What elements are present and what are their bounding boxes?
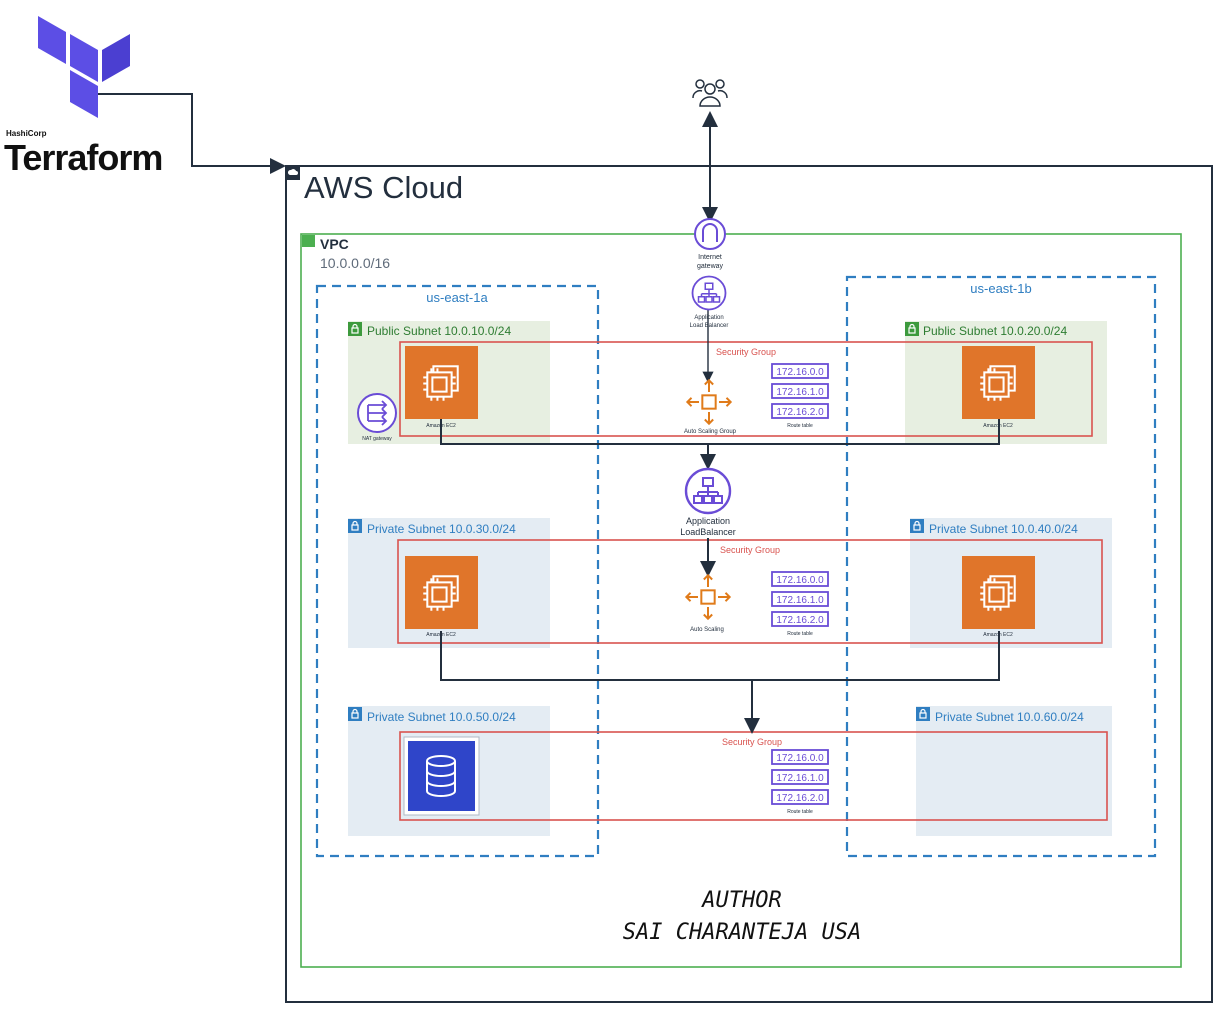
ec2-web-b: Amazon EC2 <box>962 346 1035 429</box>
az-us-east-1b-label: us-east-1b <box>970 281 1031 296</box>
hashicorp-label: HashiCorp <box>6 129 47 138</box>
route-table-app-caption: Route table <box>787 631 813 637</box>
alb-public-label-1: Application <box>694 315 723 321</box>
route-table-web-entry: 172.16.0.0 <box>771 363 829 379</box>
security-group-web-label: Security Group <box>716 347 776 357</box>
aws-cloud-icon <box>286 166 300 180</box>
az-us-east-1b <box>845 275 1157 858</box>
terraform-logo-block-3 <box>102 34 130 82</box>
users-icon <box>692 79 728 107</box>
public-subnet-a-label: Public Subnet 10.0.10.0/24 <box>367 324 511 338</box>
terraform-wordmark: Terraform <box>4 137 162 178</box>
web-tier-bus-line <box>440 419 1000 445</box>
terraform-logo-block-2 <box>70 34 98 82</box>
ec2-app-b-label: Amazon EC2 <box>983 632 1013 638</box>
ec2-web-a-label: Amazon EC2 <box>426 423 456 429</box>
security-group-db-label: Security Group <box>722 737 782 747</box>
alb-internal: Application LoadBalancer <box>680 467 736 537</box>
alb-public: Application Load Balancer <box>690 275 729 329</box>
auto-scaling-app-icon <box>685 574 731 620</box>
auto-scaling-web-icon <box>686 379 732 425</box>
ec2-app-b-icon <box>962 556 1035 629</box>
route-table-app: 172.16.0.0 172.16.1.0 172.16.2.0 Route t… <box>771 571 829 637</box>
route-table-db-caption: Route table <box>787 809 813 815</box>
ec2-web-a-icon <box>405 346 478 419</box>
terraform-to-cloud-arrow <box>98 93 286 174</box>
az-us-east-1a-label: us-east-1a <box>426 290 488 305</box>
security-group-web <box>399 341 1093 437</box>
internet-gateway-label-1: Internet <box>698 254 722 261</box>
ec2-web-a: Amazon EC2 <box>405 346 478 429</box>
private-subnet-b1-label: Private Subnet 10.0.40.0/24 <box>929 522 1078 536</box>
svg-text:172.16.0.0: 172.16.0.0 <box>776 367 824 378</box>
ec2-app-a-label: Amazon EC2 <box>426 632 456 638</box>
svg-text:172.16.2.0: 172.16.2.0 <box>776 793 824 804</box>
ec2-web-b-label: Amazon EC2 <box>983 423 1013 429</box>
rds-database <box>403 736 480 816</box>
alb-public-label-2: Load Balancer <box>690 323 729 329</box>
route-table-db-entry: 172.16.2.0 <box>771 789 829 805</box>
security-group-app <box>397 539 1103 644</box>
route-table-app-entry: 172.16.2.0 <box>771 611 829 627</box>
alb-internal-label-1: Application <box>686 516 730 526</box>
route-table-web-caption: Route table <box>787 423 813 429</box>
aws-cloud-border <box>285 165 1213 1003</box>
private-subnet-b2-label: Private Subnet 10.0.60.0/24 <box>935 710 1084 724</box>
svg-text:172.16.2.0: 172.16.2.0 <box>776 615 824 626</box>
ec2-app-a-icon <box>405 556 478 629</box>
auto-scaling-app-label: Auto Scaling <box>690 627 724 633</box>
author-heading: AUTHOR <box>700 888 781 913</box>
author-name: SAI CHARANTEJA USA <box>623 920 861 945</box>
ec2-web-b-icon <box>962 346 1035 419</box>
private-subnet-a1-label: Private Subnet 10.0.30.0/24 <box>367 522 516 536</box>
connector-lines <box>440 111 1000 734</box>
route-table-app-entry: 172.16.0.0 <box>771 571 829 587</box>
auto-scaling-web: Auto Scaling Group <box>684 379 737 435</box>
internet-gateway: Internet gateway <box>694 218 726 270</box>
svg-text:172.16.0.0: 172.16.0.0 <box>776 575 824 586</box>
vpc-icon <box>302 235 315 247</box>
route-table-web-entry: 172.16.2.0 <box>771 403 829 419</box>
private-subnet-b2: Private Subnet 10.0.60.0/24 <box>916 706 1112 836</box>
vpc-border <box>300 233 1182 968</box>
svg-text:172.16.1.0: 172.16.1.0 <box>776 773 824 784</box>
ec2-app-b: Amazon EC2 <box>962 556 1035 638</box>
svg-text:172.16.0.0: 172.16.0.0 <box>776 753 824 764</box>
route-table-db-entry: 172.16.0.0 <box>771 749 829 765</box>
vpc-title: VPC <box>320 236 349 252</box>
svg-text:172.16.1.0: 172.16.1.0 <box>776 595 824 606</box>
vpc-group: VPC 10.0.0.0/16 <box>300 233 1182 968</box>
app-tier-bus-line <box>440 631 1000 681</box>
security-group-app-label: Security Group <box>720 545 780 555</box>
public-subnet-b-label: Public Subnet 10.0.20.0/24 <box>923 324 1067 338</box>
az-us-east-1a <box>315 284 600 858</box>
svg-text:172.16.2.0: 172.16.2.0 <box>776 407 824 418</box>
ec2-app-a: Amazon EC2 <box>405 556 478 638</box>
route-table-web-entry: 172.16.1.0 <box>771 383 829 399</box>
route-table-db: 172.16.0.0 172.16.1.0 172.16.2.0 Route t… <box>771 749 829 815</box>
route-table-app-entry: 172.16.1.0 <box>771 591 829 607</box>
private-subnet-a2-label: Private Subnet 10.0.50.0/24 <box>367 710 516 724</box>
alb-public-icon <box>691 275 727 311</box>
vpc-cidr: 10.0.0.0/16 <box>320 255 390 271</box>
route-table-db-entry: 172.16.1.0 <box>771 769 829 785</box>
terraform-logo-block-4 <box>70 70 98 118</box>
author-signature: AUTHOR SAI CHARANTEJA USA <box>623 888 861 945</box>
internet-gateway-label-2: gateway <box>697 263 724 270</box>
alb-internal-label-2: LoadBalancer <box>680 527 736 537</box>
nat-gateway: NAT gateway <box>357 393 397 442</box>
auto-scaling-web-label: Auto Scaling Group <box>684 429 737 435</box>
terraform-logo-block-1 <box>38 16 66 64</box>
aws-cloud-title: AWS Cloud <box>304 170 463 205</box>
svg-text:172.16.1.0: 172.16.1.0 <box>776 387 824 398</box>
nat-gateway-label: NAT gateway <box>362 436 392 442</box>
alb-internal-icon <box>684 467 732 515</box>
terraform-logo: HashiCorp Terraform <box>4 16 163 178</box>
auto-scaling-app: Auto Scaling <box>685 574 731 633</box>
route-table-web: 172.16.0.0 172.16.1.0 172.16.2.0 Route t… <box>771 363 829 429</box>
aws-cloud-group: AWS Cloud <box>285 165 1213 1003</box>
